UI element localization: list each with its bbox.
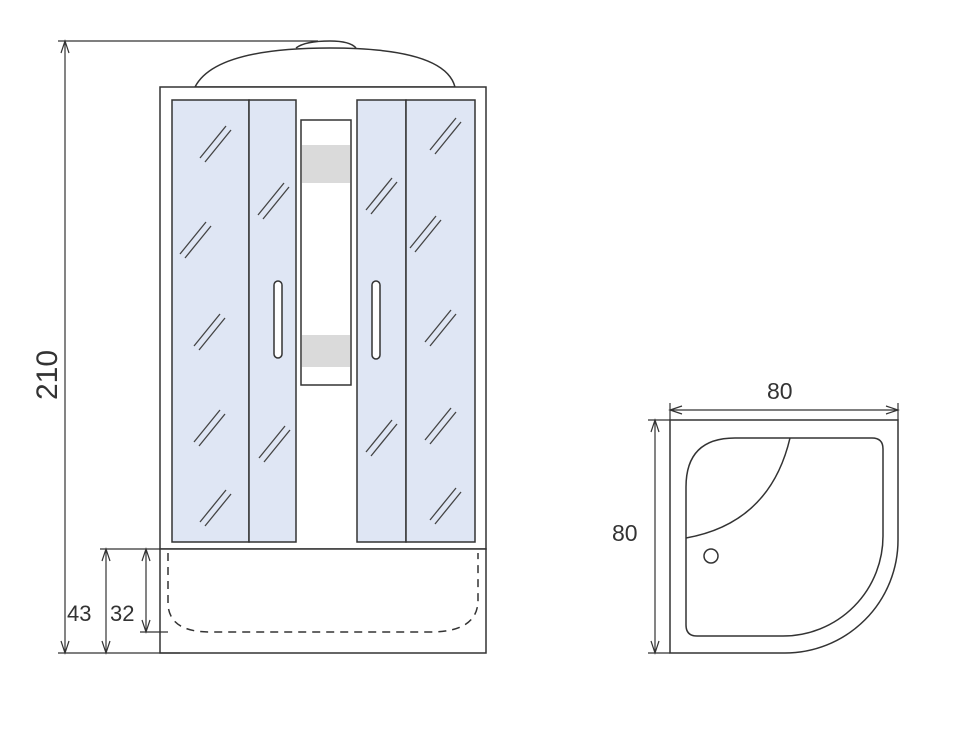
height-label: 210 xyxy=(31,350,64,400)
left-sliding-glass-panel xyxy=(248,99,297,543)
roof-vent xyxy=(295,40,357,49)
depth-arrow-bottom xyxy=(650,640,660,655)
right-fixed-glass-panel xyxy=(405,99,476,543)
front-view xyxy=(159,40,487,654)
tray-inner-arrow-bottom xyxy=(141,619,151,634)
tray-outer-outline xyxy=(669,419,899,654)
right-sliding-glass-panel xyxy=(356,99,407,543)
left-fixed-glass-panel xyxy=(171,99,250,543)
tray-height-arrow-bottom xyxy=(101,640,111,655)
roof-dome xyxy=(193,47,456,88)
depth-arrow-top xyxy=(650,418,660,433)
glass-reflections xyxy=(179,117,462,527)
shower-tray xyxy=(159,548,487,654)
tray-inner-outline xyxy=(685,437,884,637)
front-dimension-lines xyxy=(58,39,318,655)
right-door-handle xyxy=(371,280,381,360)
tray-inner-height-label: 32 xyxy=(110,601,134,626)
back-wall-stripe-bottom xyxy=(302,335,350,367)
top-view xyxy=(669,419,899,654)
height-arrow-top xyxy=(60,39,70,54)
back-wall-stripe-top xyxy=(302,145,350,183)
height-arrow-bottom xyxy=(60,640,70,655)
tray-height-arrow-top xyxy=(101,547,111,562)
tray-inner-basin-outline xyxy=(167,553,479,633)
tray-inner-arrow-top xyxy=(141,547,151,562)
left-door-handle xyxy=(273,280,283,359)
top-dimension-lines xyxy=(648,403,900,655)
drain-hole xyxy=(703,548,719,564)
width-arrow-left xyxy=(668,405,683,415)
width-label: 80 xyxy=(767,378,793,404)
tray-seat-curve xyxy=(685,437,791,539)
depth-label: 80 xyxy=(612,520,638,546)
tray-height-label: 43 xyxy=(67,601,91,626)
width-arrow-right xyxy=(885,405,900,415)
